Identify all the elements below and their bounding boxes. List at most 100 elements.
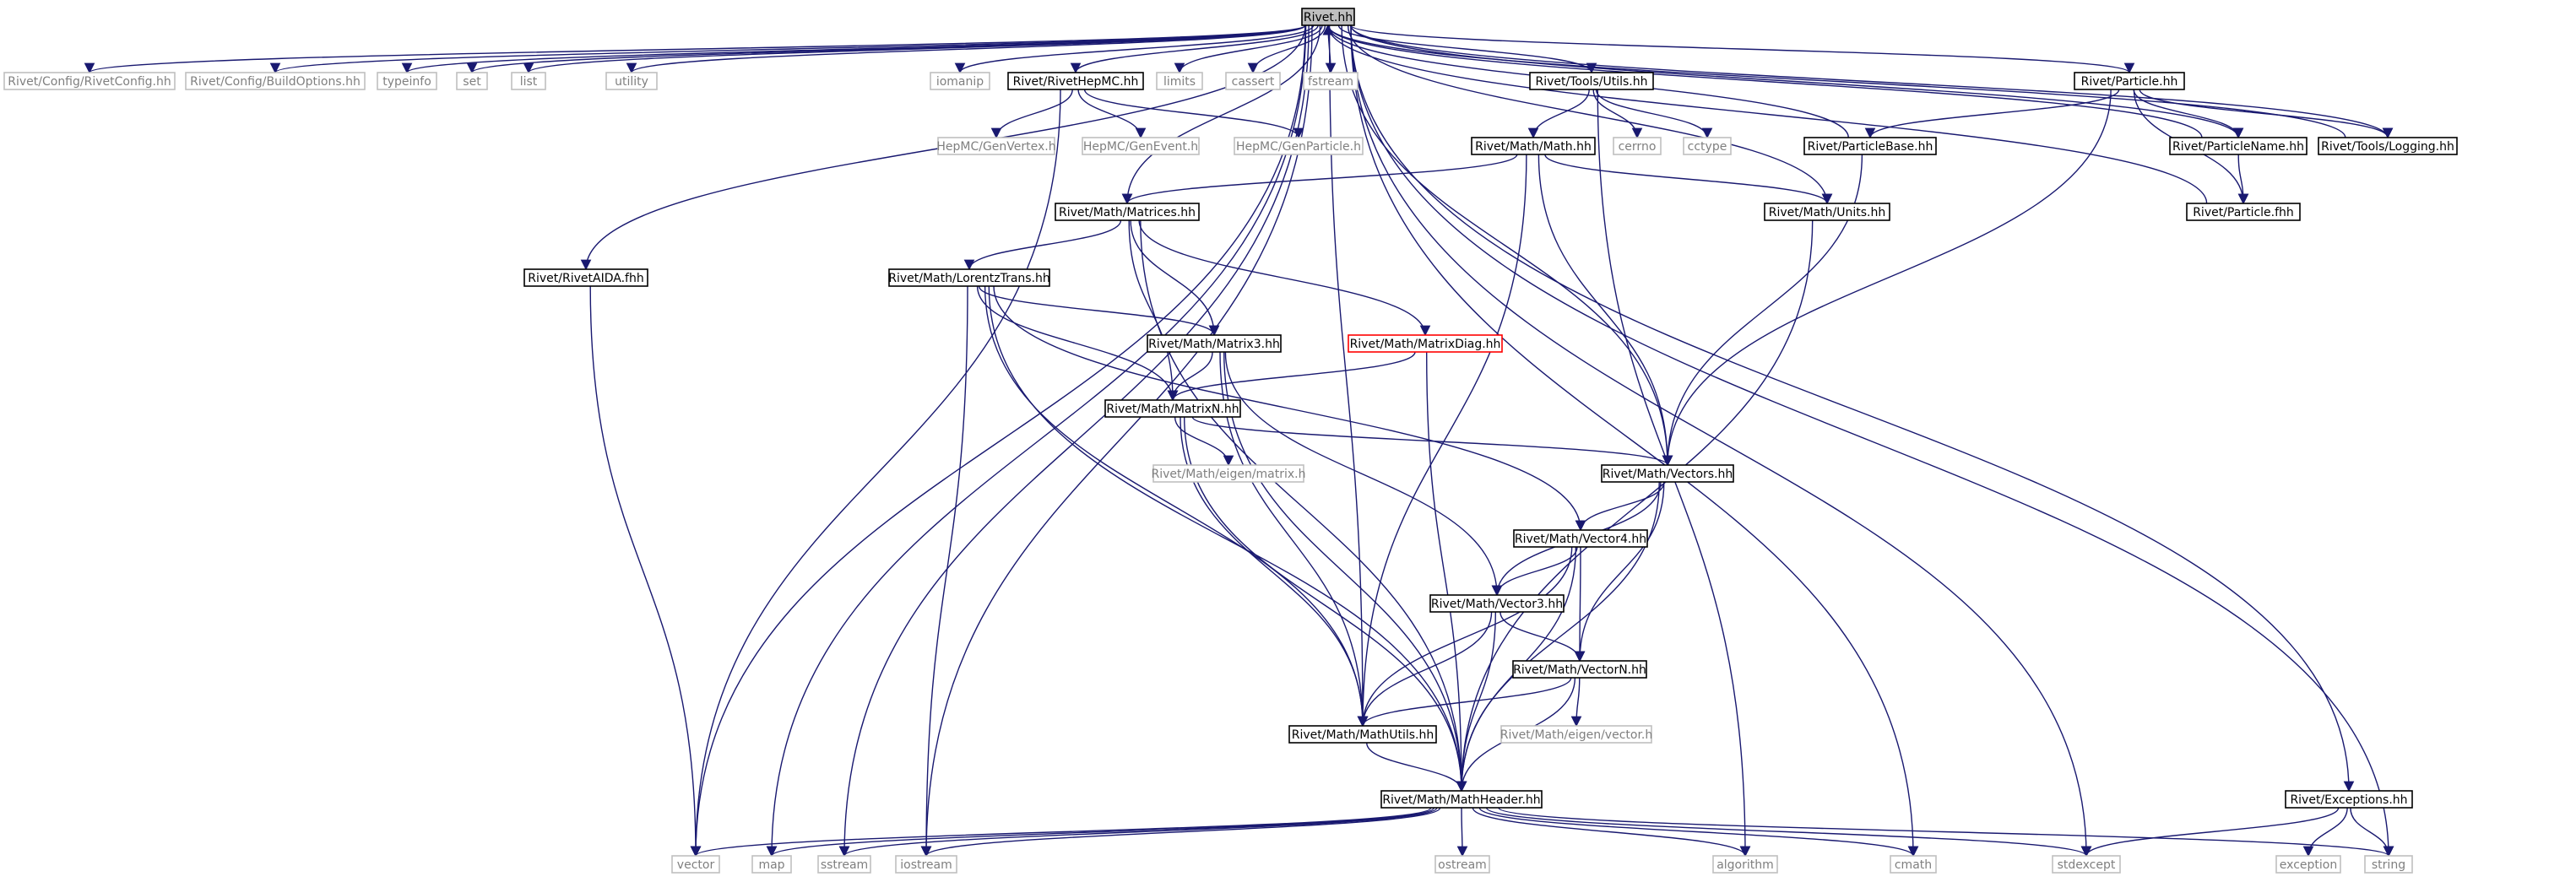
- node-box-exceptions: [2285, 790, 2413, 809]
- node-cassert[interactable]: cassert: [1225, 72, 1281, 90]
- edge-rivet-to-rivetconfig: [84, 24, 1306, 74]
- edge-matrixn-to-mathutils: [1180, 416, 1369, 728]
- node-particlename[interactable]: Rivet/ParticleName.hh: [2169, 137, 2308, 155]
- node-mathheader[interactable]: Rivet/Math/MathHeader.hh: [1380, 790, 1543, 809]
- node-genparticle[interactable]: HepMC/GenParticle.h: [1234, 137, 1364, 155]
- node-label-limits: limits: [1163, 75, 1196, 89]
- node-box-limits: [1156, 72, 1203, 90]
- node-label-rivetconfig: Rivet/Config/RivetConfig.hh: [8, 75, 171, 89]
- node-map[interactable]: map: [751, 855, 792, 874]
- node-fstream[interactable]: fstream: [1303, 72, 1359, 90]
- node-typeinfo[interactable]: typeinfo: [377, 72, 437, 90]
- node-matrixn[interactable]: Rivet/Math/MatrixN.hh: [1104, 399, 1241, 418]
- node-set[interactable]: set: [456, 72, 488, 90]
- node-vectorn[interactable]: Rivet/Math/VectorN.hh: [1512, 660, 1647, 679]
- node-label-ostream: ostream: [1438, 858, 1487, 872]
- node-label-particle: Rivet/Particle.hh: [2081, 75, 2178, 89]
- node-exception[interactable]: exception: [2275, 855, 2341, 874]
- node-label-genparticle: HepMC/GenParticle.h: [1236, 140, 1361, 154]
- node-label-eigenmatrix: Rivet/Math/eigen/matrix.h: [1151, 468, 1305, 481]
- node-mathutils[interactable]: Rivet/Math/MathUtils.hh: [1288, 725, 1437, 744]
- node-toolsutils[interactable]: Rivet/Tools/Utils.hh: [1529, 72, 1654, 90]
- edge-mathheader-to-map: [767, 807, 1434, 858]
- edge-rivet-to-utility: [626, 24, 1306, 74]
- node-vector3[interactable]: Rivet/Math/Vector3.hh: [1429, 594, 1565, 613]
- node-logging[interactable]: Rivet/Tools/Logging.hh: [2318, 137, 2458, 155]
- node-label-algorithm: algorithm: [1716, 858, 1774, 872]
- node-vectors[interactable]: Rivet/Math/Vectors.hh: [1601, 464, 1734, 483]
- edge-rivet-to-logging: [1350, 24, 2394, 139]
- node-label-cassert: cassert: [1232, 75, 1275, 89]
- node-rivethepmc[interactable]: Rivet/RivetHepMC.hh: [1007, 72, 1144, 90]
- node-label-eigenvector: Rivet/Math/eigen/vector.h: [1500, 728, 1653, 742]
- node-ostream[interactable]: ostream: [1434, 855, 1490, 874]
- node-cctype[interactable]: cctype: [1683, 137, 1732, 155]
- node-list[interactable]: list: [511, 72, 546, 90]
- node-label-sstream: sstream: [821, 858, 868, 872]
- node-label-typeinfo: typeinfo: [382, 75, 431, 89]
- node-box-logging: [2318, 137, 2458, 155]
- node-utility[interactable]: utility: [605, 72, 658, 90]
- node-matrices[interactable]: Rivet/Math/Matrices.hh: [1055, 203, 1200, 221]
- node-particle[interactable]: Rivet/Particle.hh: [2074, 72, 2185, 90]
- node-label-particlebase: Rivet/ParticleBase.hh: [1808, 140, 1933, 154]
- edge-rivet-to-set: [467, 24, 1306, 74]
- node-iostream[interactable]: iostream: [895, 855, 957, 874]
- node-cmath[interactable]: cmath: [1890, 855, 1937, 874]
- edge-rivethepmc-to-genevent: [1077, 89, 1147, 139]
- node-box-rivetconfig: [3, 72, 176, 90]
- edge-matrices-to-mathheader: [1140, 219, 1467, 793]
- node-genevent[interactable]: HepMC/GenEvent.h: [1082, 137, 1200, 155]
- edge-vectorn-to-eigenvector: [1570, 677, 1582, 728]
- node-label-lorentz: Rivet/Math/LorentzTrans.hh: [888, 272, 1050, 285]
- node-vector4[interactable]: Rivet/Math/Vector4.hh: [1513, 529, 1648, 548]
- node-cerrno[interactable]: cerrno: [1613, 137, 1662, 155]
- node-box-genevent: [1082, 137, 1200, 155]
- edge-vector4-to-vectorn: [1574, 546, 1586, 663]
- node-rivetconfig[interactable]: Rivet/Config/RivetConfig.hh: [3, 72, 176, 90]
- node-limits[interactable]: limits: [1156, 72, 1203, 90]
- node-mathmath[interactable]: Rivet/Math/Math.hh: [1471, 137, 1596, 155]
- node-label-matrixn: Rivet/Math/MatrixN.hh: [1106, 403, 1239, 416]
- node-box-particlefhh: [2186, 203, 2301, 221]
- node-exceptions[interactable]: Rivet/Exceptions.hh: [2285, 790, 2413, 809]
- edge-mathmath-to-matrices: [1121, 154, 1518, 205]
- node-label-cmath: cmath: [1895, 858, 1932, 872]
- node-box-string: [2364, 855, 2413, 874]
- node-genvertex[interactable]: HepMC/GenVertex.h: [936, 137, 1056, 155]
- node-buildoptions[interactable]: Rivet/Config/BuildOptions.hh: [185, 72, 366, 90]
- edge-matrixdiag-to-mathheader: [1426, 351, 1467, 793]
- node-eigenvector[interactable]: Rivet/Math/eigen/vector.h: [1500, 725, 1653, 744]
- node-rivet[interactable]: Rivet.hh: [1301, 8, 1355, 26]
- node-matrixdiag[interactable]: Rivet/Math/MatrixDiag.hh: [1348, 334, 1503, 353]
- edge-exceptions-to-stdexcept: [2080, 807, 2340, 858]
- node-algorithm[interactable]: algorithm: [1712, 855, 1778, 874]
- node-label-vectors: Rivet/Math/Vectors.hh: [1603, 468, 1733, 481]
- node-particlefhh[interactable]: Rivet/Particle.fhh: [2186, 203, 2301, 221]
- edge-rivethepmc-to-vector: [690, 89, 1061, 858]
- node-string[interactable]: string: [2364, 855, 2413, 874]
- node-sstream[interactable]: sstream: [817, 855, 871, 874]
- edge-vector3-to-vectorn: [1500, 611, 1586, 663]
- node-rivetaida[interactable]: Rivet/RivetAIDA.fhh: [523, 268, 648, 287]
- node-box-exception: [2275, 855, 2341, 874]
- node-vector[interactable]: vector: [671, 855, 720, 874]
- node-lorentz[interactable]: Rivet/Math/LorentzTrans.hh: [888, 268, 1050, 287]
- node-stdexcept[interactable]: stdexcept: [2052, 855, 2121, 874]
- node-eigenmatrix[interactable]: Rivet/Math/eigen/matrix.h: [1151, 464, 1306, 483]
- node-box-algorithm: [1712, 855, 1778, 874]
- edge-matrix3-to-vector3: [1224, 351, 1503, 597]
- node-box-sstream: [817, 855, 871, 874]
- node-box-mathheader: [1380, 790, 1543, 809]
- node-units[interactable]: Rivet/Math/Units.hh: [1764, 203, 1890, 221]
- node-particlebase[interactable]: Rivet/ParticleBase.hh: [1803, 137, 1937, 155]
- edge-toolsutils-to-cctype: [1595, 89, 1713, 139]
- node-iomanip[interactable]: iomanip: [930, 72, 990, 90]
- node-matrix3[interactable]: Rivet/Math/Matrix3.hh: [1147, 334, 1282, 353]
- edge-particlename-to-particlefhh: [2237, 154, 2249, 205]
- edge-rivet-to-vector: [690, 24, 1306, 858]
- edge-lorentz-to-vector4: [993, 285, 1586, 532]
- node-box-mathmath: [1471, 137, 1596, 155]
- node-label-list: list: [520, 75, 538, 89]
